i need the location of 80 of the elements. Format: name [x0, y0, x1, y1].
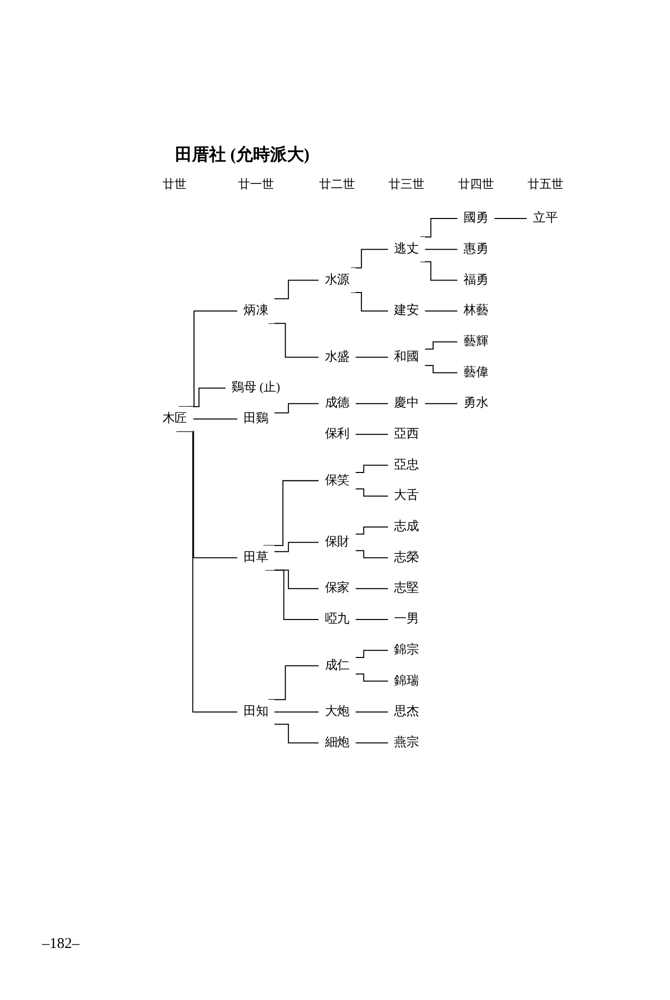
family-tree: 木匠 炳凍 水源 逃丈 國勇 立平 惠勇 福勇 建安 林藝 水盛 和國 藝輝 藝偉 鷄母 (止) 田鷄 成德 慶中 勇水 保利 亞西 田草 保笑 亞忠 大舌 保財 志成 志榮 保家 志堅 啞九 一男 田知 成仁 錦宗 錦瑞 大炮 思杰 細炮 燕宗: [150, 200, 570, 762]
connector: [424, 248, 458, 250]
connector: [274, 403, 320, 414]
connector: [264, 570, 320, 620]
connector: [178, 310, 238, 408]
generation-label: 廿五世: [527, 176, 564, 193]
connector: [355, 356, 388, 358]
title: 田厝社 (允時派大): [175, 144, 310, 166]
node-text: 和國: [394, 350, 419, 364]
node-text: 勇水: [464, 396, 488, 410]
connector: [355, 550, 388, 558]
node-text: 保笑: [324, 474, 350, 487]
node-text: 志成: [394, 520, 419, 534]
generation-label: 廿三世: [388, 176, 425, 193]
node-text: 立平: [532, 212, 558, 225]
node-text: 成仁: [324, 658, 350, 672]
connector: [355, 619, 388, 620]
connector: [355, 650, 388, 658]
node-text: 一男: [394, 612, 419, 626]
connector: [420, 261, 458, 281]
connector: [424, 310, 458, 312]
node-text: 藝輝: [464, 334, 488, 348]
node-text: 思杰: [394, 705, 419, 718]
node-text: 建安: [394, 304, 419, 318]
connector: [274, 542, 320, 552]
connector: [355, 488, 388, 497]
node-text: 志榮: [394, 550, 419, 564]
node-text: 逃丈: [394, 242, 419, 256]
connector: [188, 388, 226, 408]
connector: [268, 322, 320, 358]
connector: [494, 218, 528, 219]
node-text: 錦瑞: [394, 674, 419, 688]
node-text: 成德: [324, 396, 350, 410]
connector: [420, 218, 458, 238]
generation-label: 廿四世: [458, 176, 494, 193]
node-text: 炳凍: [244, 304, 268, 318]
node-text: 大舌: [394, 489, 419, 502]
connector: [176, 430, 238, 713]
generation-label: 廿世: [162, 176, 187, 193]
connector: [424, 365, 458, 374]
node-text: 保利: [324, 427, 350, 441]
connector: [355, 742, 388, 744]
node-text: 田知: [244, 705, 268, 718]
node-text: 國勇: [464, 212, 488, 225]
connector: [355, 588, 388, 590]
connector: [192, 418, 238, 420]
connector: [355, 526, 388, 535]
node-text: 慶中: [394, 396, 419, 410]
node-text: 林藝: [464, 304, 488, 318]
generation-label: 廿二世: [319, 176, 356, 193]
connector: [274, 724, 320, 744]
node-text: 保財: [324, 535, 350, 549]
connector: [355, 464, 388, 473]
node-text: 啞九: [324, 612, 350, 626]
connector: [268, 665, 320, 700]
node-text: 水盛: [324, 350, 350, 364]
node-text: 亞忠: [394, 458, 419, 472]
connector: [424, 403, 458, 404]
connector: [274, 712, 320, 713]
node-text: 鷄母 (止): [232, 381, 280, 394]
connector: [355, 403, 388, 404]
connector: [350, 248, 388, 268]
generation-label: 廿一世: [238, 176, 274, 193]
connector: [424, 341, 458, 350]
node-text: 燕宗: [394, 736, 419, 750]
page-number: –182–: [42, 936, 80, 953]
connector: [355, 434, 388, 435]
node-text: 藝偉: [464, 366, 488, 379]
node-text: 田鷄: [244, 412, 268, 426]
node-text: 惠勇: [464, 242, 488, 256]
node-text: 保家: [324, 582, 350, 595]
node-text: 大炮: [324, 705, 350, 718]
connector: [355, 712, 388, 713]
node-text: 亞西: [394, 427, 419, 441]
node-text: 細炮: [324, 736, 350, 750]
node-text: 志堅: [394, 582, 419, 595]
node-text: 福勇: [464, 273, 488, 286]
connector: [274, 280, 320, 300]
connector: [355, 673, 388, 682]
node-text: 錦宗: [394, 643, 419, 657]
